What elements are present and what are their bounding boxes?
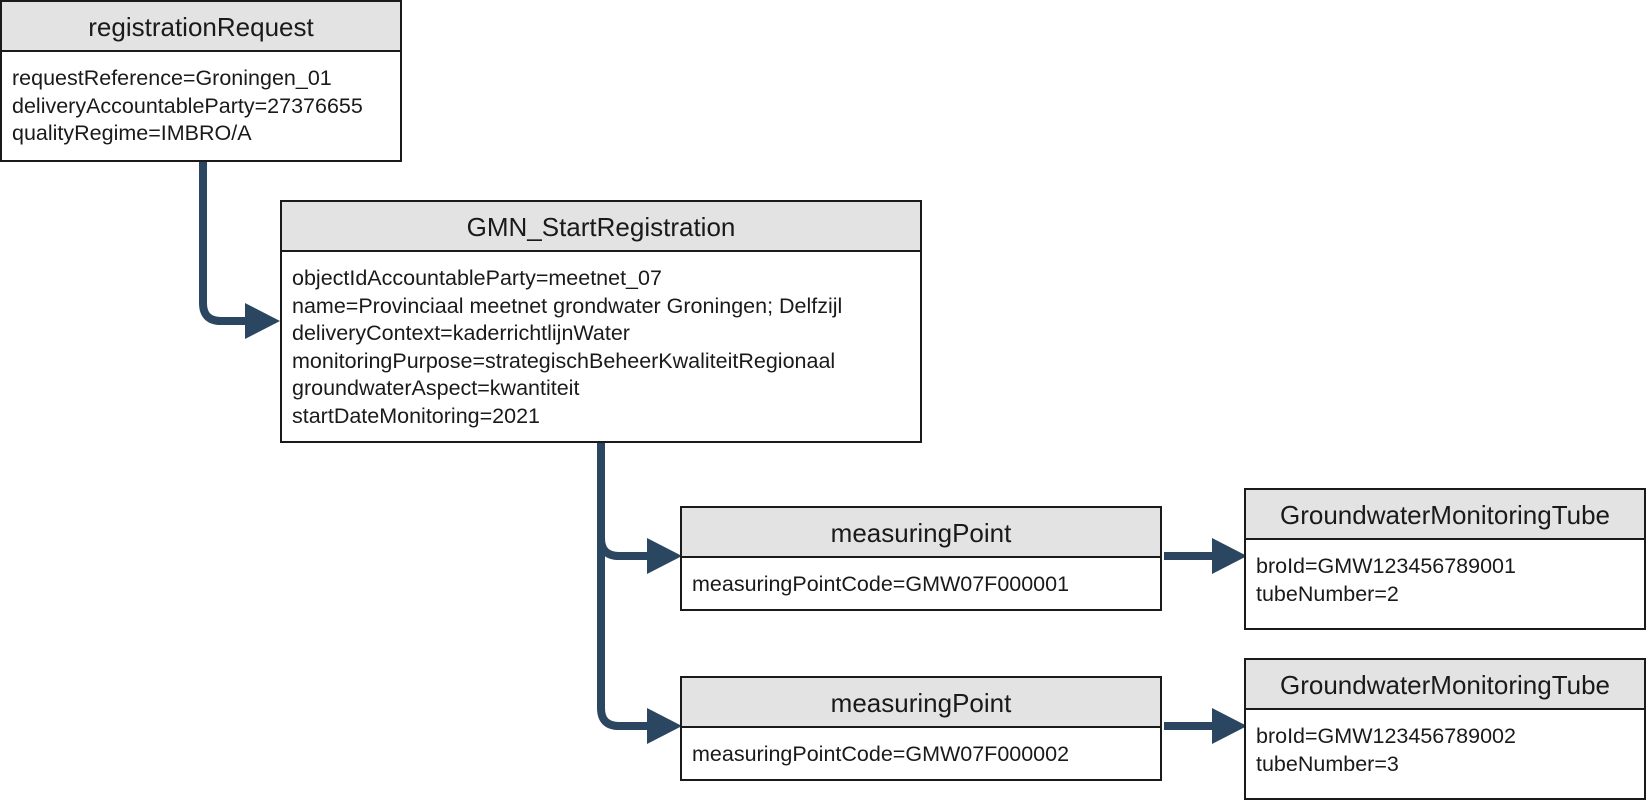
attr-measuring-point-code-2: measuringPointCode=GMW07F000002 <box>692 742 1070 766</box>
gmn-start-registration-title: GMN_StartRegistration <box>282 202 920 252</box>
attr-delivery-accountable-party: deliveryAccountableParty=27376655 <box>12 93 363 118</box>
gmn-start-registration-node[interactable]: GMN_StartRegistration objectIdAccountabl… <box>280 200 922 443</box>
attr-quality-regime: qualityRegime=IMBRO/A <box>12 121 252 145</box>
gmn-start-registration-attributes: objectIdAccountableParty=meetnet_07 name… <box>282 252 920 430</box>
groundwater-monitoring-tube-attributes-2: broId=GMW123456789002 tubeNumber=3 <box>1246 710 1644 778</box>
attr-measuring-point-code-1: measuringPointCode=GMW07F000001 <box>692 572 1070 596</box>
groundwater-monitoring-tube-title-1: GroundwaterMonitoringTube <box>1246 490 1644 540</box>
connector-request-to-start-registration <box>199 162 248 325</box>
attr-request-reference: requestReference=Groningen_01 <box>12 66 332 90</box>
registration-request-node[interactable]: registrationRequest requestReference=Gro… <box>0 0 402 162</box>
groundwater-monitoring-tube-attributes-1: broId=GMW123456789001 tubeNumber=2 <box>1246 540 1644 608</box>
measuring-point-node-2[interactable]: measuringPoint measuringPointCode=GMW07F… <box>680 676 1162 781</box>
measuring-point-title-1: measuringPoint <box>682 508 1160 558</box>
connector-arrowheads <box>245 303 1247 744</box>
attr-start-date-monitoring: startDateMonitoring=2021 <box>292 403 540 428</box>
connector-lines <box>199 162 1215 730</box>
attr-bro-id-1: broId=GMW123456789001 <box>1256 554 1516 578</box>
measuring-point-attributes-2: measuringPointCode=GMW07F000002 <box>682 728 1160 769</box>
connector-start-registration-to-measuring-point-1 <box>597 443 650 560</box>
arrowhead-measuring-point-2 <box>647 708 682 744</box>
measuring-point-attributes-1: measuringPointCode=GMW07F000001 <box>682 558 1160 599</box>
arrowhead-start-registration <box>245 303 280 339</box>
connector-start-registration-to-measuring-point-2 <box>597 538 650 730</box>
arrowhead-tube-2 <box>1212 708 1247 744</box>
registration-request-attributes: requestReference=Groningen_01 deliveryAc… <box>2 52 400 148</box>
groundwater-monitoring-tube-title-2: GroundwaterMonitoringTube <box>1246 660 1644 710</box>
attr-bro-id-2: broId=GMW123456789002 <box>1256 724 1516 748</box>
measuring-point-node-1[interactable]: measuringPoint measuringPointCode=GMW07F… <box>680 506 1162 611</box>
attr-tube-number-1: tubeNumber=2 <box>1256 581 1399 606</box>
attr-delivery-context: deliveryContext=kaderrichtlijnWater <box>292 321 630 345</box>
attr-name: name=Provinciaal meetnet grondwater Gron… <box>292 293 843 318</box>
registration-request-title: registrationRequest <box>2 2 400 52</box>
attr-groundwater-aspect: groundwaterAspect=kwantiteit <box>292 376 580 400</box>
attr-monitoring-purpose: monitoringPurpose=strategischBeheerKwali… <box>292 348 836 373</box>
arrowhead-measuring-point-1 <box>647 538 682 574</box>
measuring-point-title-2: measuringPoint <box>682 678 1160 728</box>
attr-object-id-accountable-party: objectIdAccountableParty=meetnet_07 <box>292 266 662 290</box>
arrowhead-tube-1 <box>1212 538 1247 574</box>
groundwater-monitoring-tube-node-1[interactable]: GroundwaterMonitoringTube broId=GMW12345… <box>1244 488 1646 630</box>
groundwater-monitoring-tube-node-2[interactable]: GroundwaterMonitoringTube broId=GMW12345… <box>1244 658 1646 800</box>
attr-tube-number-2: tubeNumber=3 <box>1256 751 1399 776</box>
